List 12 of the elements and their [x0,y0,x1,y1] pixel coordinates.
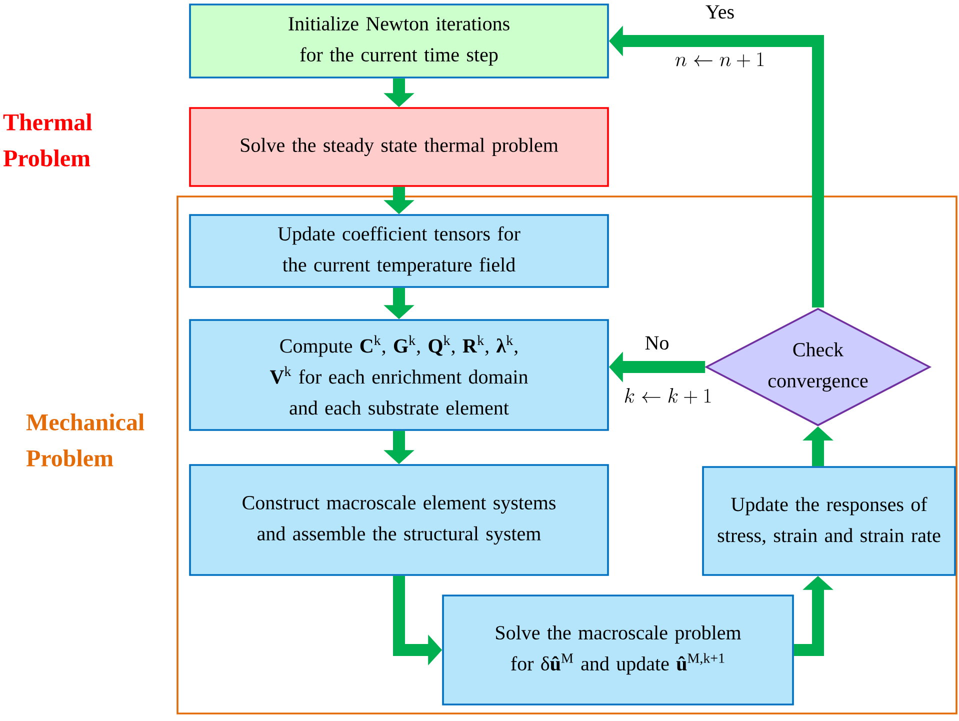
process-box: Compute C$^{k}$, G$^{k}$, Q$^{k}$, R$^{k}$, λ$^{k}$, V$^{k}$ for each enrichment domain and each substrate element [189,319,609,431]
math-label: $n \leftarrow n+1$ [674,52,766,68]
process-box: Construct macroscale element systems and assemble the structural system [189,464,609,576]
section-label: Thermal Problem [3,114,92,166]
process-box: Solve the macroscale problem for δû$^{M}$ and update û$^{M,k+1}$ [442,594,794,706]
process-box: Update coefficient tensors for the current temperature field [189,214,609,288]
node-label: Mechanical Problem [26,414,144,466]
process-box: Solve the steady state thermal problem [189,107,609,187]
process-box: Update the responses of stress, strain and strain rate [702,466,956,576]
process-box: Initialize Newton iterations for the current time step [189,4,609,78]
edge-label: Yes [704,4,736,20]
edge-label: No [644,335,670,351]
